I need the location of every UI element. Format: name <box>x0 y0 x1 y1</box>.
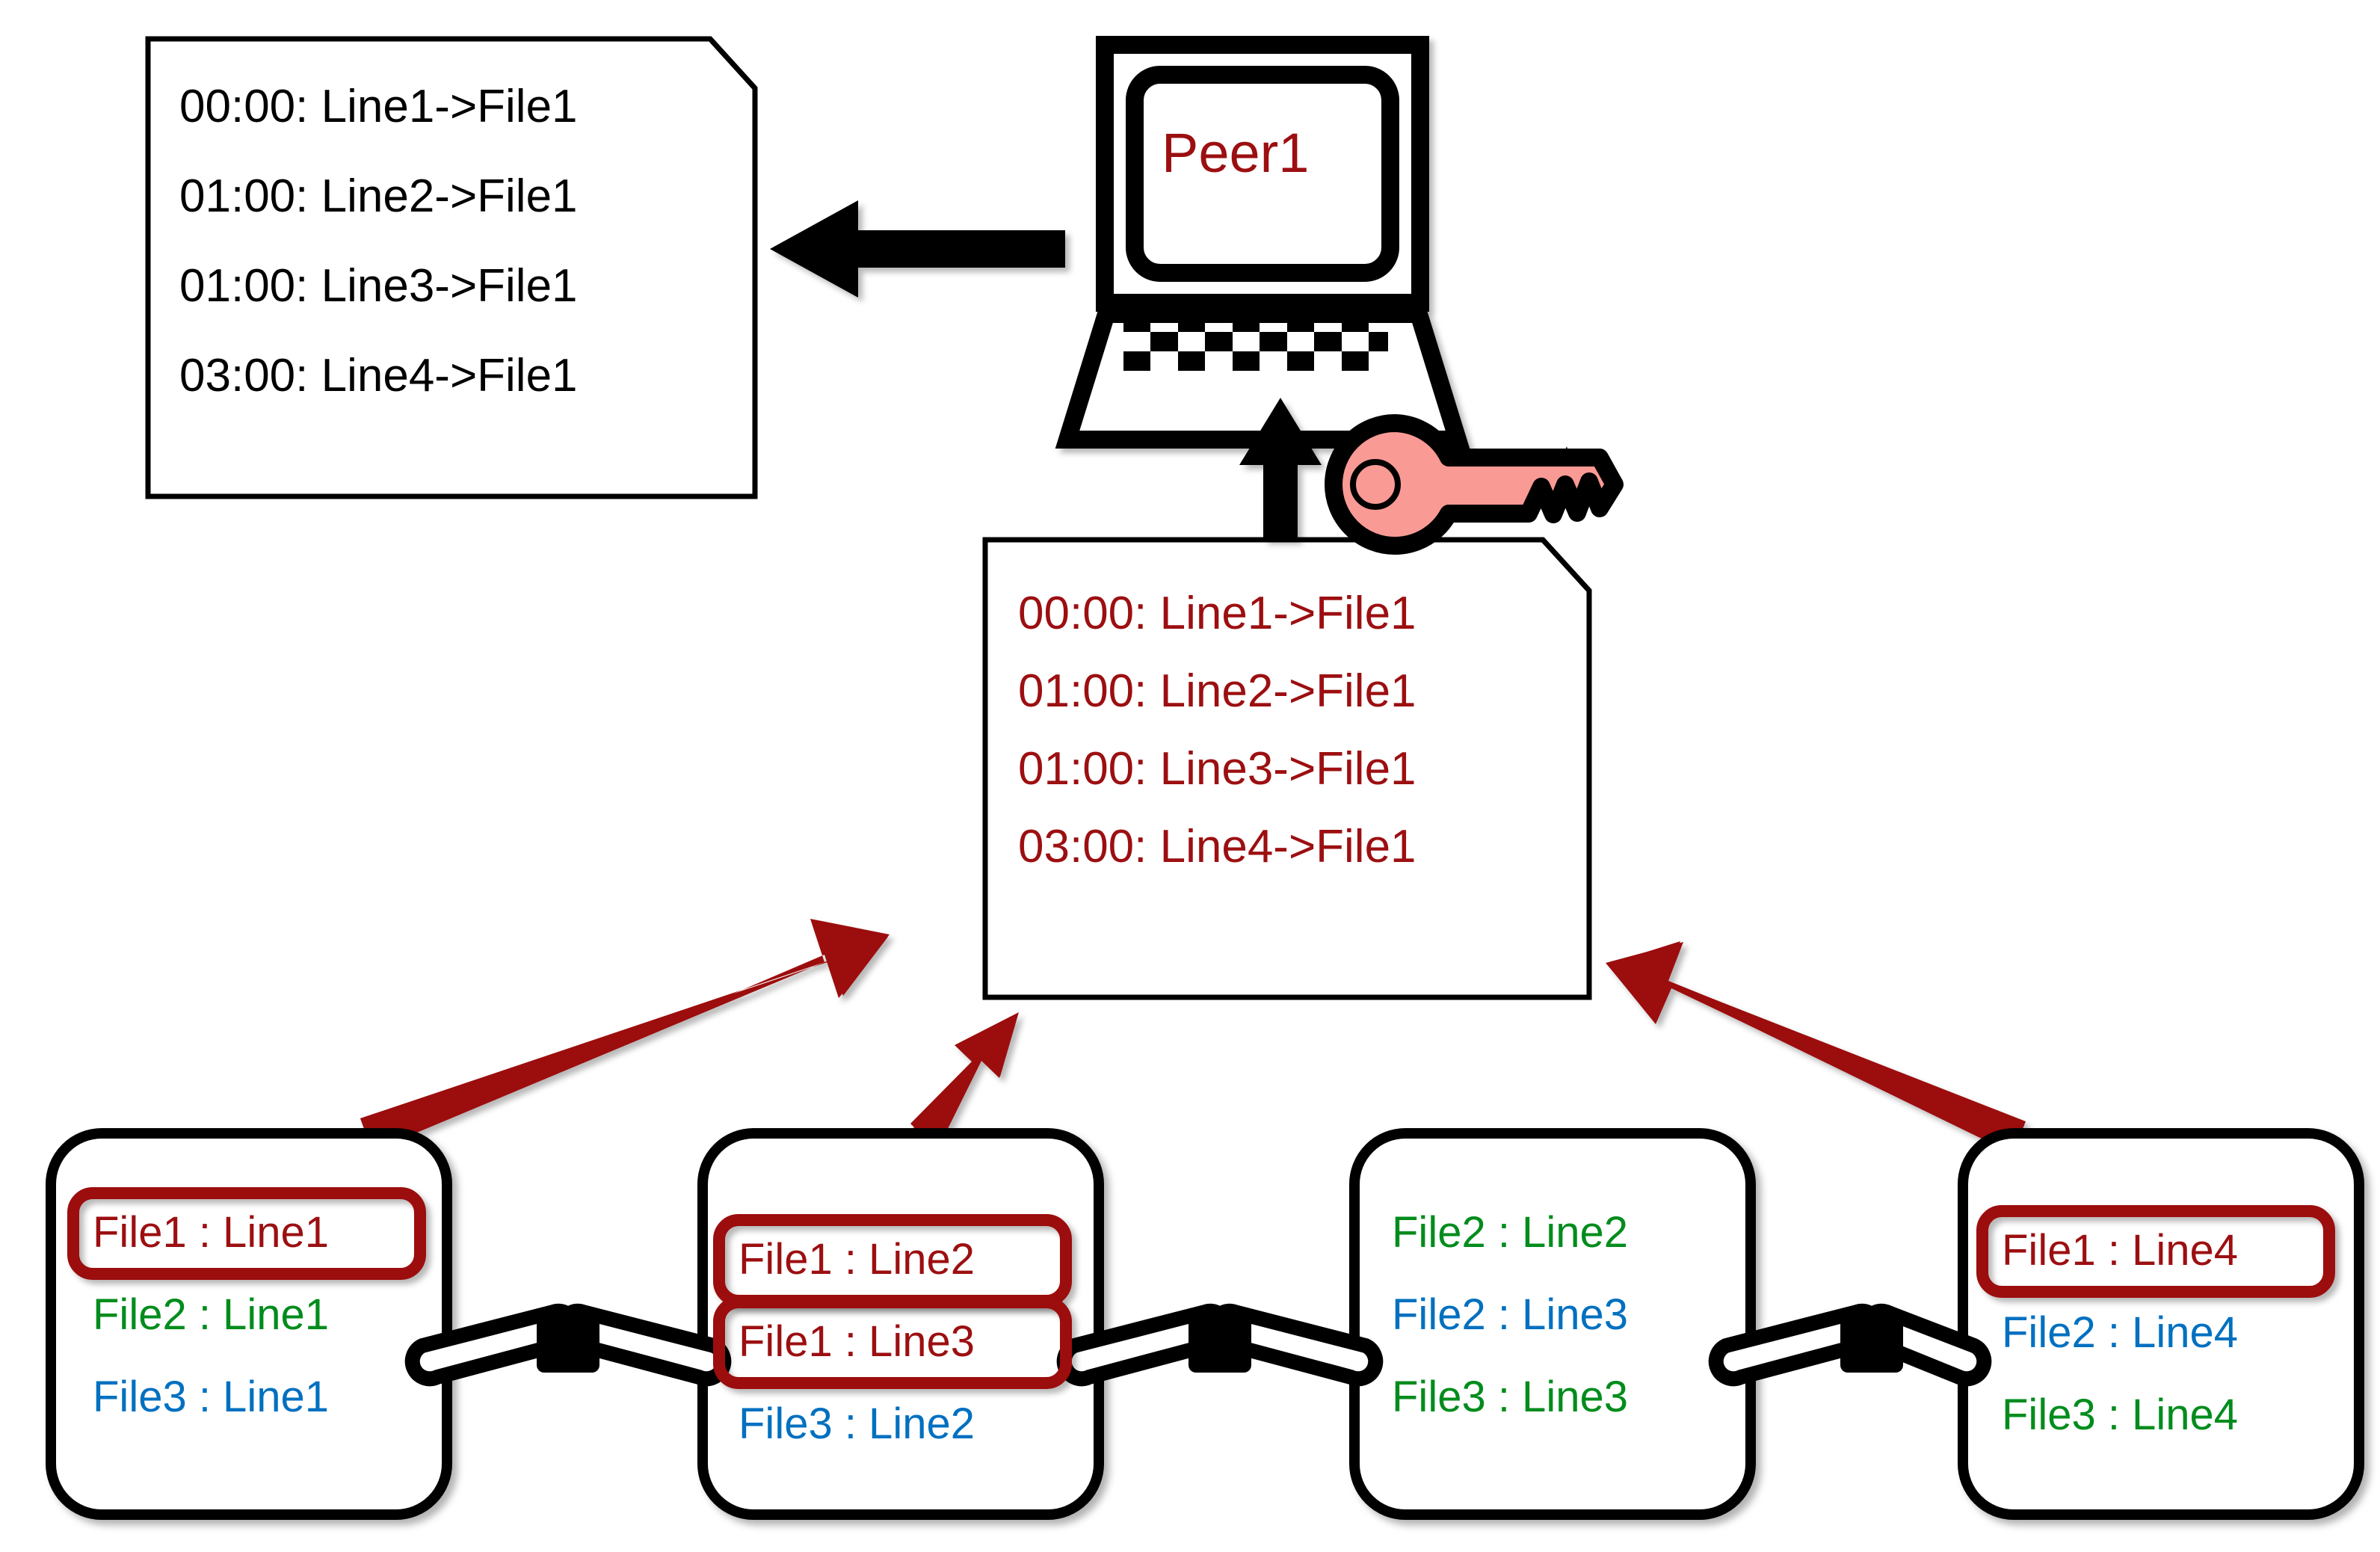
peer-label: Peer1 <box>1162 122 1310 184</box>
log-note-plain-line-1: 00:00: Line1->File1 <box>179 81 578 132</box>
block-3-entry-1: File2 : Line3 <box>1392 1290 1628 1339</box>
block-2-entry-1-highlight <box>713 1296 1072 1389</box>
block-4-entry-2: File3 : Line4 <box>2002 1391 2238 1439</box>
chain-link-3-4 <box>1708 1303 1992 1387</box>
block-3[interactable] <box>1349 1128 1756 1520</box>
log-note-red-line-1: 00:00: Line1->File1 <box>1018 588 1416 639</box>
block-4-entry-0-highlight <box>1976 1205 2335 1298</box>
log-note-red-line-2: 01:00: Line2->File1 <box>1018 665 1416 717</box>
block-2-entry-2: File3 : Line2 <box>739 1399 975 1448</box>
chain-link-1-2 <box>404 1303 732 1387</box>
block-3-entry-0: File2 : Line2 <box>1392 1208 1628 1257</box>
block-2-entry-0: File1 : Line2 <box>739 1235 975 1284</box>
log-note-plain-line-4: 03:00: Line4->File1 <box>179 350 578 401</box>
block-4-entry-0: File1 : Line4 <box>2002 1226 2238 1275</box>
key-icon <box>1325 414 1624 555</box>
log-note-plain-corner-fold <box>708 37 757 90</box>
block-1-entry-2: File3 : Line1 <box>93 1373 329 1421</box>
log-note-plain-shape <box>145 36 758 499</box>
arrow-block1-to-redlog <box>360 919 890 1151</box>
arrow-block4-to-redlog <box>1606 941 2026 1153</box>
arrow-block2-to-redlog <box>910 1012 1019 1150</box>
computer-icon <box>1055 36 1470 449</box>
block-3-entry-2: File3 : Line3 <box>1392 1373 1628 1421</box>
log-note-red-corner-fold <box>1541 538 1591 593</box>
block-2-entry-1: File1 : Line3 <box>739 1317 975 1366</box>
block-4[interactable] <box>1958 1128 2364 1520</box>
arrow-redlog-to-peer <box>1239 398 1322 540</box>
log-note-red-shape <box>982 537 1592 1000</box>
arrow-note-to-peer <box>770 200 1065 298</box>
block-1-entry-0: File1 : Line1 <box>93 1208 329 1257</box>
chain-link-2-3 <box>1056 1303 1384 1387</box>
log-note-plain-line-3: 01:00: Line3->File1 <box>179 260 578 312</box>
log-note-red-line-3: 01:00: Line3->File1 <box>1018 743 1416 795</box>
block-1-entry-1: File2 : Line1 <box>93 1290 329 1339</box>
log-note-red-line-4: 03:00: Line4->File1 <box>1018 821 1416 872</box>
block-1-entry-0-highlight <box>67 1187 426 1280</box>
log-note-plain-line-2: 01:00: Line2->File1 <box>179 170 578 222</box>
block-2[interactable] <box>697 1128 1104 1520</box>
keyboard-keys <box>1123 312 1388 371</box>
block-1[interactable] <box>46 1128 452 1520</box>
block-4-entry-1: File2 : Line4 <box>2002 1308 2238 1357</box>
